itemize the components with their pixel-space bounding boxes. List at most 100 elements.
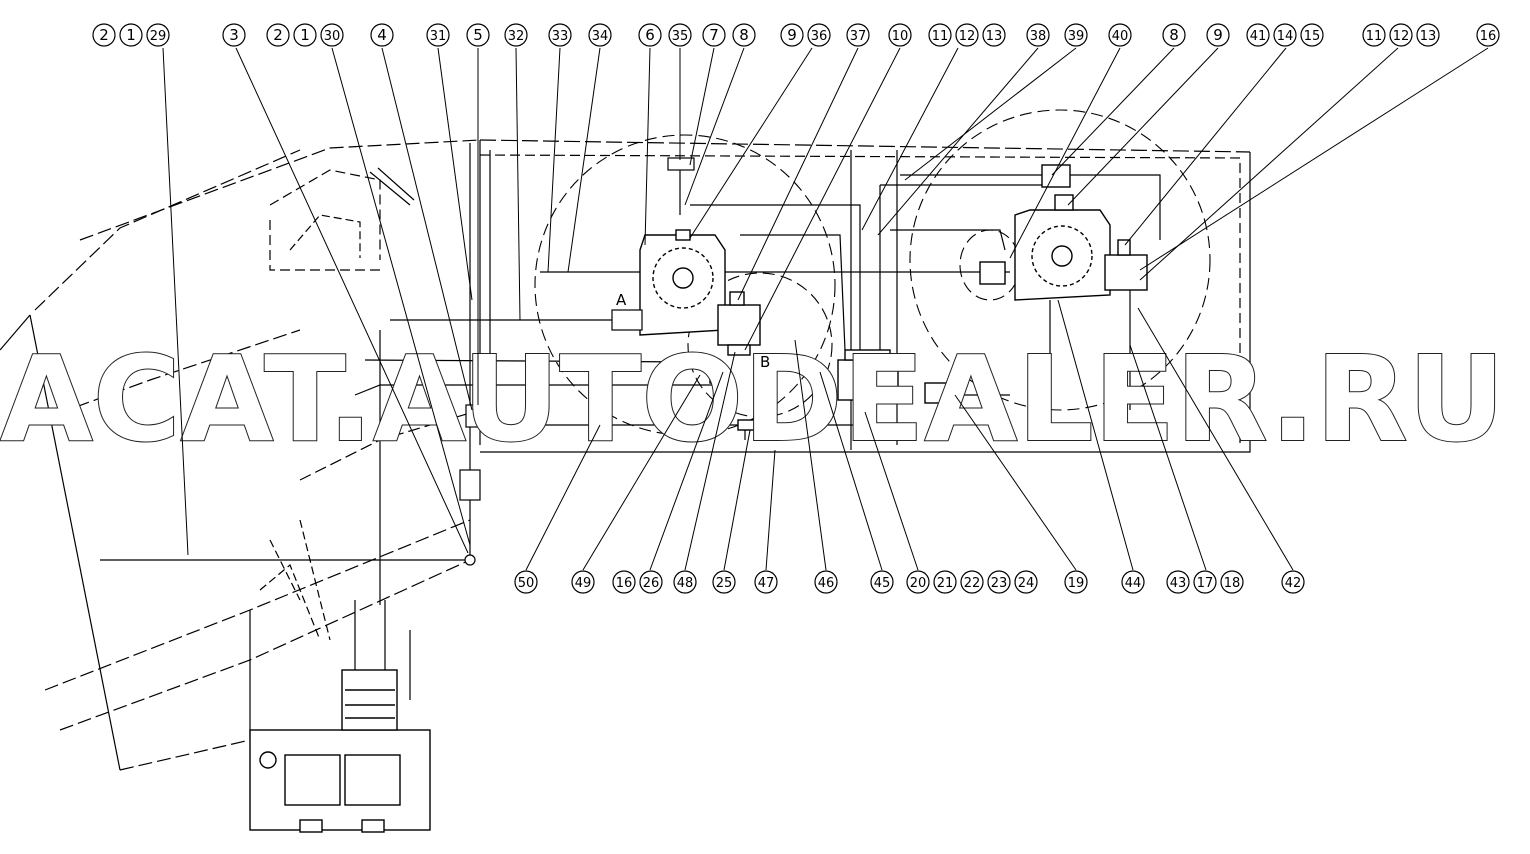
callout-number: 30 — [324, 29, 341, 44]
callout-circle — [1026, 23, 1050, 47]
callout-circle — [548, 23, 572, 47]
callout-circle — [320, 23, 344, 47]
port-label-a: A — [616, 291, 627, 309]
callout-number: 44 — [1125, 576, 1142, 591]
callout-number: 35 — [672, 29, 689, 44]
callout-number: 9 — [1213, 26, 1223, 44]
callout-number: 7 — [709, 26, 719, 44]
port-label-b: B — [760, 353, 770, 371]
callout-number: 8 — [1169, 26, 1179, 44]
callout-circle — [870, 570, 894, 594]
fitting-a — [611, 157, 695, 331]
callout-circle — [466, 23, 490, 47]
callout-circle — [266, 23, 290, 47]
callout-circle — [1362, 23, 1386, 47]
callout-circle — [1281, 570, 1305, 594]
callout-circle — [1273, 23, 1297, 47]
callout-number: 11 — [932, 29, 949, 44]
callout-circle — [639, 570, 663, 594]
callout-circle — [612, 570, 636, 594]
callout-circle — [146, 23, 170, 47]
callout-number: 20 — [910, 576, 927, 591]
callout-circle — [982, 23, 1006, 47]
callout-circle — [588, 23, 612, 47]
callout-circle — [1108, 23, 1132, 47]
callout-circle — [712, 570, 736, 594]
callout-number: 11 — [1366, 29, 1383, 44]
callout-circle — [638, 23, 662, 47]
callout-circle — [955, 23, 979, 47]
callout-number: 13 — [986, 29, 1003, 44]
callout-number: 50 — [518, 576, 535, 591]
callout-circle — [846, 23, 870, 47]
callout-circle — [1246, 23, 1270, 47]
valve-block-right — [979, 239, 1148, 291]
callout-circle — [222, 23, 246, 47]
callout-number: 39 — [1068, 29, 1085, 44]
callout-number: 24 — [1018, 576, 1035, 591]
callout-number: 12 — [959, 29, 976, 44]
callout-circle — [504, 23, 528, 47]
callout-circle — [1162, 23, 1186, 47]
callout-circle — [426, 23, 450, 47]
callout-number: 2 — [273, 26, 283, 44]
callout-circle — [1166, 570, 1190, 594]
callout-number: 25 — [716, 576, 733, 591]
callout-circle — [293, 23, 317, 47]
callout-number: 17 — [1197, 576, 1214, 591]
callout-number: 46 — [818, 576, 835, 591]
callout-circle — [92, 23, 116, 47]
callout-circle — [571, 570, 595, 594]
callout-number: 4 — [377, 26, 387, 44]
callout-number: 3 — [229, 26, 239, 44]
callout-number: 36 — [811, 29, 828, 44]
callout-circle — [906, 570, 930, 594]
callout-circle — [780, 23, 804, 47]
watermark-text: ACAT.AUTODEALER.RU — [0, 330, 1505, 468]
callout-circle — [1064, 23, 1088, 47]
callout-number: 14 — [1277, 29, 1294, 44]
callout-circle — [1476, 23, 1500, 47]
callout-number: 16 — [616, 576, 633, 591]
callout-circle — [702, 23, 726, 47]
callout-circle — [119, 23, 143, 47]
leader-lines — [162, 47, 1489, 571]
callout-number: 43 — [1170, 576, 1187, 591]
valve-block-left — [717, 291, 761, 356]
callout-circle — [1220, 570, 1244, 594]
callout-circle — [514, 570, 538, 594]
callout-number: 42 — [1285, 576, 1302, 591]
pump-left — [639, 229, 726, 336]
callout-number: 32 — [508, 29, 525, 44]
callout-circle — [668, 23, 692, 47]
callout-number: 34 — [592, 29, 609, 44]
callout-circle — [1193, 570, 1217, 594]
callout-number: 8 — [739, 26, 749, 44]
fittings-left-wall — [459, 404, 495, 566]
callout-circle — [673, 570, 697, 594]
callout-circle — [1064, 570, 1088, 594]
callout-number: 1 — [300, 26, 310, 44]
callout-number: 29 — [150, 29, 167, 44]
control-valve-block — [249, 669, 431, 833]
callout-number: 13 — [1420, 29, 1437, 44]
callout-circle — [1389, 23, 1413, 47]
callout-number: 15 — [1304, 29, 1321, 44]
callout-number: 31 — [430, 29, 447, 44]
callout-number: 37 — [850, 29, 867, 44]
callout-circle — [807, 23, 831, 47]
callout-number: 45 — [874, 576, 891, 591]
callout-number: 38 — [1030, 29, 1047, 44]
callout-number: 22 — [964, 576, 981, 591]
callout-number: 49 — [575, 576, 592, 591]
callout-circle — [732, 23, 756, 47]
callout-circle — [1014, 570, 1038, 594]
callout-number: 1 — [126, 26, 136, 44]
callout-number: 2 — [99, 26, 109, 44]
callout-circle — [933, 570, 957, 594]
callout-circle — [987, 570, 1011, 594]
callout-circle — [888, 23, 912, 47]
